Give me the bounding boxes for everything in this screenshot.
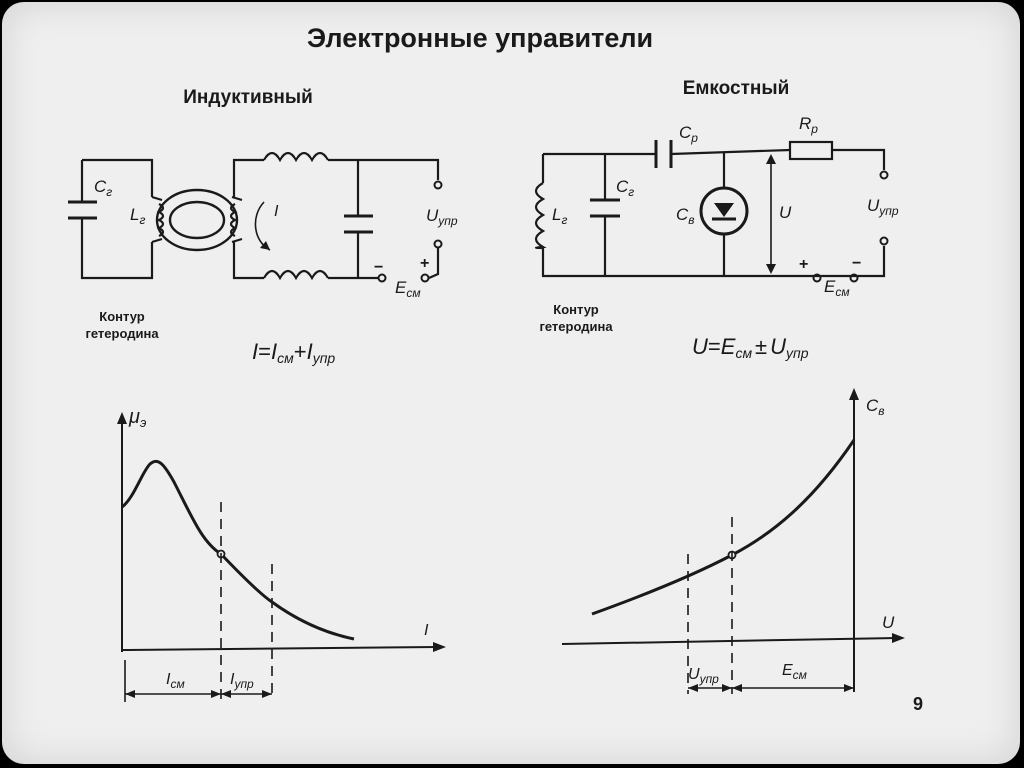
right-dim2-label: Eсм [782,662,807,682]
uupr-label: Uупр [426,206,458,228]
left-x-arrowhead [433,642,446,652]
varicap-triangle [714,203,734,217]
current-label: I [274,203,279,220]
left-dim2-label: Iупр [230,671,254,691]
right-ecm-minus-sign: − [852,255,861,272]
terminal-right-uupr-top [879,170,889,180]
left-y-arrowhead [117,412,127,424]
right-x-axis [561,637,898,645]
left-x-axis [121,646,439,651]
tank-wires [80,158,154,280]
cv-label: Cв [676,205,695,227]
right-caption-line1: Контур [553,302,598,317]
toroid-core [151,188,243,252]
left-ylabel: μэ [128,406,146,430]
cp-label: Cр [679,123,698,145]
right-xlabel: U [882,613,895,632]
ecm-plus-sign: + [420,255,429,272]
right-ecm-plus-sign: + [799,256,808,273]
left-dim1-label: Iсм [166,671,185,691]
right-uupr-label: Uупр [867,196,899,218]
left-caption-line1: Контур [99,309,144,324]
rp-label: Rр [799,114,818,136]
ecm-label: Eсм [395,278,421,300]
right-top-wire [543,148,886,170]
inductive-heading: Индуктивный [183,87,313,108]
right-formula: U=Eсм±Uупр [692,334,809,361]
right-caption-line2: гетеродина [539,319,613,334]
slide-title: Электронные управители [307,23,653,53]
page-number: 9 [913,694,923,714]
left-formula: I=Iсм+Iупр [252,339,335,366]
right-ylabel: Cв [866,396,885,418]
left-graph: μэ I Iсм Iупр [117,406,446,702]
inductive-circuit: Индуктивный Cг Lг I Uупр [68,87,458,341]
control-top-wire [232,158,440,197]
cg-label: Cг [616,177,634,199]
capacitive-circuit: Емкостный Lг Cг Cр Rр Cв U Uупр + [534,78,899,334]
right-x-arrowhead [892,633,905,643]
u-arrowhead-bottom [766,264,776,274]
terminal-right-ecm-plus [812,273,822,283]
u-arrowhead-top [766,154,776,164]
coil-lg [534,182,547,250]
ind-lg-label: Lг [130,205,145,227]
terminal-right-ecm-minus [849,273,859,283]
cv-curve [591,439,856,616]
u-label: U [779,203,792,222]
current-arrowhead [260,241,270,250]
left-caption-line2: гетеродина [85,326,159,341]
terminal-right-uupr-bottom [879,236,889,246]
coil-bottom [263,269,329,281]
lg-label: Lг [552,205,567,227]
varicap-diode [699,186,749,236]
terminal-ecm-plus [420,273,430,283]
right-graph: Cв U Uупр Eсм [561,388,905,694]
control-bottom-wire [232,242,378,280]
coil-top [263,151,329,163]
right-dim1-label: Uупр [688,666,719,686]
cap-cg-label: Cг [94,177,112,199]
right-ecm-label: Eсм [824,277,850,299]
right-bottom-wire [541,154,886,278]
resistor-rp [788,140,834,161]
mu-curve [121,459,355,641]
capacitive-heading: Емкостный [683,78,790,99]
ecm-minus-sign: − [374,259,383,276]
terminal-uupr-top [433,180,443,190]
left-xlabel: I [424,622,429,639]
current-arc [254,201,271,251]
terminal-ecm-minus [377,273,387,283]
right-y-arrowhead [849,388,859,400]
terminal-uupr-bottom [433,239,443,249]
ecm-wire [428,248,440,280]
